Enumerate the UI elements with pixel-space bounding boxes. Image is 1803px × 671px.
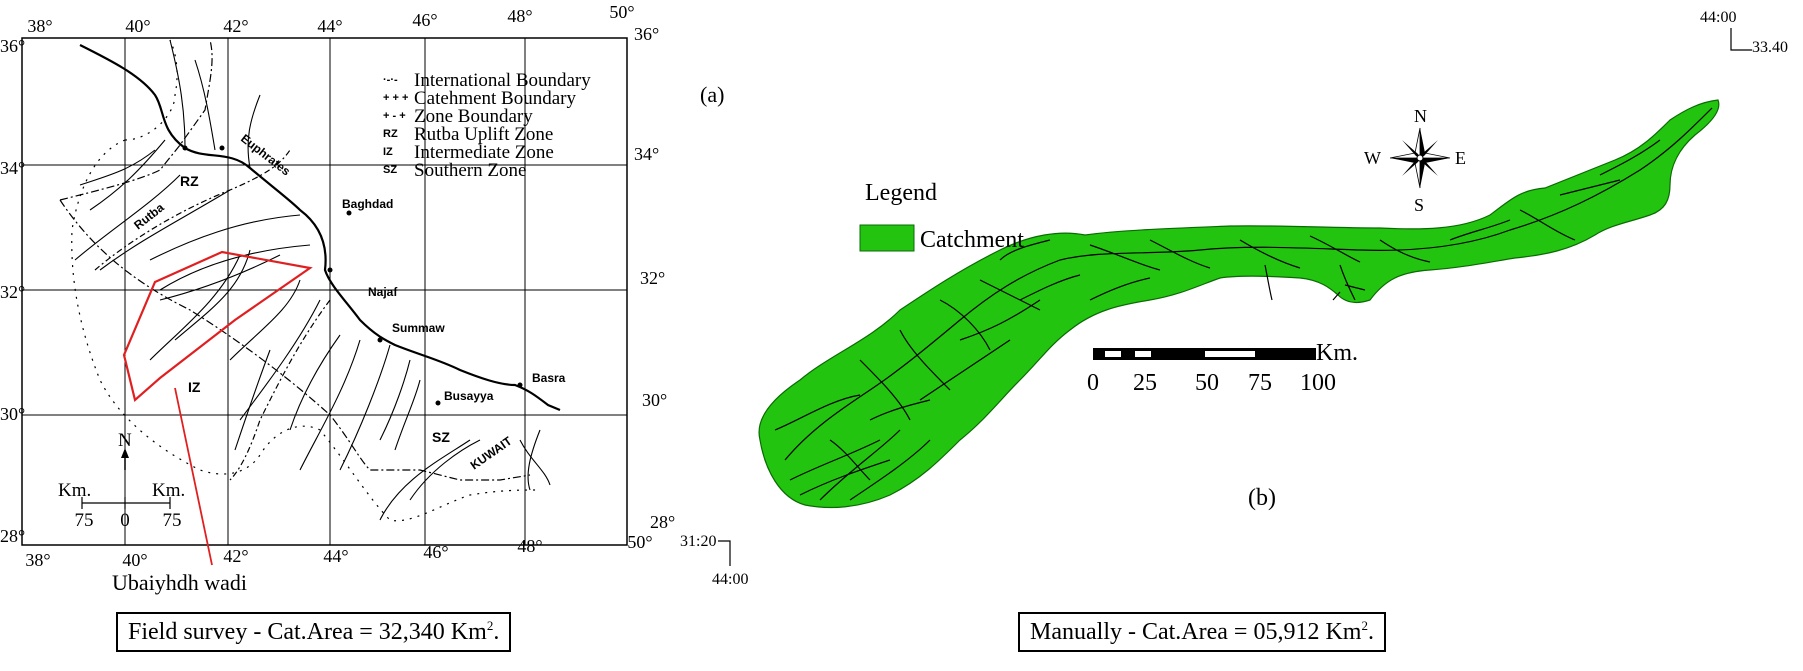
scale-tick: 0 [1087,370,1099,396]
scale-tick: 100 [1300,370,1336,396]
legend-text: Rutba Uplift Zone [414,124,553,145]
lon-tick: 50° [609,2,634,22]
coord-text: 31:20 [680,533,716,550]
lon-tick: 44° [317,16,342,36]
lon-tick: 40° [122,550,147,570]
right-map-legend: Legend Catchment [859,180,1024,253]
lon-tick: 50° [627,532,652,552]
lat-tick: 28° [650,512,675,532]
legend-symbol: RZ [383,128,398,140]
legend-symbol: ·-·- [383,74,398,86]
compass-s: S [1414,195,1424,215]
zone-boundary [94,149,331,481]
right-scale-bar: Km. 0 25 50 75 100 [1087,340,1358,396]
international-boundary [59,39,531,481]
legend-symbol: SZ [383,164,397,176]
wadi-network [74,39,551,521]
scale-tick: 75 [163,510,182,531]
lat-tick: 36° [634,24,659,44]
lat-tick: 32° [640,268,665,288]
lat-tick: 36° [0,36,25,56]
legend-text: Intermediate Zone [414,142,554,163]
left-map-grid [22,38,627,545]
rz-zone-label: RZ [180,173,199,189]
legend-text: Catehment Boundary [414,88,576,109]
lon-tick: 48° [507,6,532,26]
coord-text: 33.40 [1752,39,1788,56]
ubaiyhdh-wadi-outline [122,250,313,403]
lon-tick: 40° [125,16,150,36]
legend-text: Zone Boundary [414,106,533,127]
coord-text: 44:00 [1700,9,1736,26]
scale-tick: 25 [1133,370,1157,396]
coord-text: 44:00 [712,571,748,588]
left-map-frame [21,37,628,546]
lon-tick: 38° [27,16,52,36]
lon-tick: 42° [223,546,248,566]
baghdad-label: Baghdad [342,197,393,211]
euphrates-river [79,44,561,412]
left-scale-bar: Km. Km. 75 0 75 [58,480,185,531]
left-map-legend: ·-·- International Boundary + + + Catehm… [383,70,591,181]
lat-ticks-right: 36° 34° 32° 30° 28° [634,24,675,532]
legend-symbol: + + + [383,92,408,104]
legend-text: International Boundary [414,70,591,91]
lon-ticks-bottom: 38° 40° 42° 44° 46° 48° 50° [25,532,652,570]
legend-text: Southern Zone [414,160,526,181]
scale-tick: 75 [75,510,94,531]
lat-tick: 32° [0,282,25,302]
compass-rose-icon: N S E W [1364,106,1466,215]
legend-symbol: + - + [383,110,406,122]
place-dots [182,145,523,406]
scale-unit: Km. [1316,340,1358,366]
right-map: N S E W Legend Catchment Km. 0 25 50 75 … [758,99,1720,511]
panel-label-b: (b) [1248,485,1276,511]
summaw-label: Summaw [392,321,445,335]
lon-tick: 46° [412,10,437,30]
lon-tick: 48° [517,536,542,556]
iz-zone-label: IZ [188,379,201,395]
compass-w: W [1364,148,1381,168]
legend-swatch [859,224,915,252]
lon-tick: 46° [423,542,448,562]
scale-label-right: Km. [152,480,185,501]
lat-tick: 28° [0,526,25,546]
north-arrow-icon: N [118,430,132,470]
lat-tick: 30° [0,404,25,424]
field-survey-area-box: Field survey - Cat.Area = 32,340 Km2. [116,612,512,652]
compass-n: N [1414,106,1427,126]
ubaiyhdh-wadi-label: Ubaiyhdh wadi [112,570,247,595]
scale-tick: 50 [1195,370,1219,396]
lon-ticks-top: 38° 40° 42° 44° 46° 48° 50° [27,2,634,36]
lat-ticks-left: 36° 34° 32° 30° 28° [0,36,25,546]
lat-tick: 34° [634,144,659,164]
legend-symbol: IZ [383,146,393,158]
scale-tick: 0 [120,510,130,531]
scale-label-left: Km. [58,480,91,501]
legend-title: Legend [865,180,937,206]
basra-label: Basra [532,371,566,385]
legend-item: Catchment [920,227,1024,253]
lon-tick: 42° [223,16,248,36]
left-map: 38° 40° 42° 44° 46° 48° 50° 38° 40° 42° … [0,2,724,595]
catchment-area [758,99,1720,509]
manual-area-box: Manually - Cat.Area = 05,912 Km2. [1018,612,1386,652]
coordinate-marker-bottom-left: 31:20 44:00 [680,533,748,588]
coordinate-marker-top-right: 44:00 33.40 [1700,9,1788,56]
scale-tick: 75 [1248,370,1272,396]
north-label: N [118,430,132,451]
drainage-network [774,107,1713,501]
lon-tick: 38° [25,550,50,570]
compass-e: E [1455,148,1466,168]
sz-zone-label: SZ [432,429,450,445]
lat-tick: 30° [642,390,667,410]
panel-label-a: (a) [700,82,724,107]
callout-line [174,387,213,566]
busayya-label: Busayya [444,389,494,403]
najaf-label: Najaf [368,285,398,299]
lon-tick: 44° [323,546,348,566]
lat-tick: 34° [0,158,25,178]
